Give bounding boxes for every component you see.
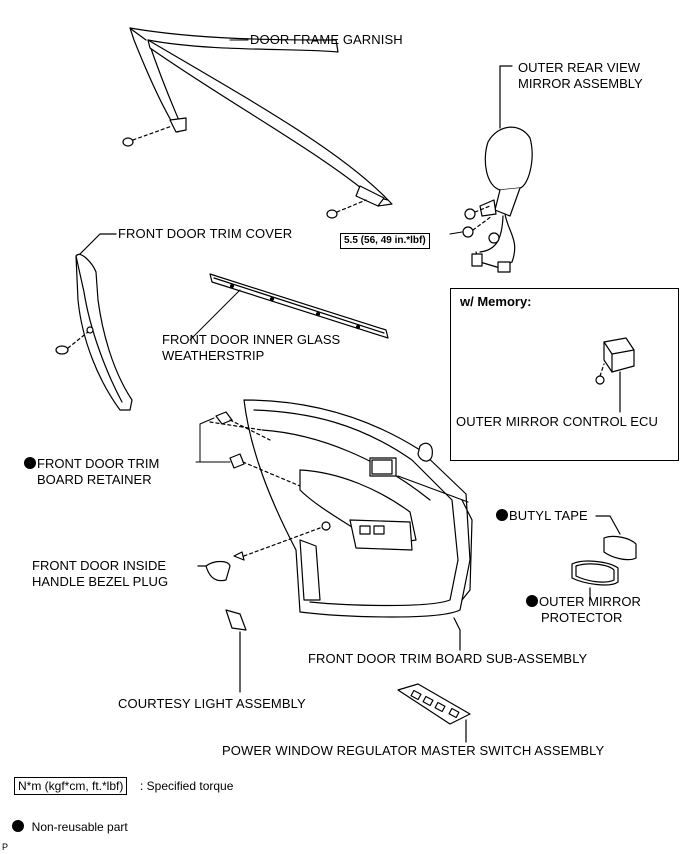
mirror-torque-spec: 5.5 (56, 49 in.*lbf) — [340, 233, 430, 249]
mirror-nut-2 — [462, 215, 493, 238]
outer-mirror-protector-line1: OUTER MIRROR — [526, 594, 641, 610]
trim-board-label: FRONT DOOR TRIM BOARD SUB-ASSEMBLY — [308, 651, 588, 666]
bezel-plug-line2: HANDLE BEZEL PLUG — [32, 574, 169, 589]
non-reusable-dot-icon — [12, 820, 24, 832]
bezel-plug-label: FRONT DOOR INSIDE HANDLE BEZEL PLUG — [32, 558, 168, 590]
garnish-clip-1 — [122, 125, 173, 147]
inner-glass-weatherstrip-line2: WEATHERSTRIP — [162, 348, 265, 363]
trim-cover-clip — [55, 331, 89, 355]
door-frame-garnish-label: DOOR FRAME GARNISH — [250, 32, 403, 47]
non-reusable-legend-text: Non-reusable part — [31, 820, 128, 834]
master-switch-part — [397, 683, 471, 743]
trim-board-retainer-line2: BOARD RETAINER — [37, 472, 152, 487]
door-frame-garnish-part — [129, 27, 393, 207]
corner-mark: P — [2, 842, 9, 852]
outer-mirror-label-line2: MIRROR ASSEMBLY — [518, 76, 643, 91]
non-reusable-dot-icon — [526, 595, 538, 607]
trim-board-retainer-line1: FRONT DOOR TRIM — [24, 456, 159, 472]
memory-variant-box — [450, 288, 679, 461]
bezel-plug-line1: FRONT DOOR INSIDE — [32, 558, 167, 573]
inner-glass-weatherstrip-part — [189, 273, 389, 341]
inner-glass-weatherstrip-line1: FRONT DOOR INNER GLASS — [162, 332, 341, 347]
memory-variant-title: w/ Memory: — [460, 294, 532, 309]
outer-mirror-label: OUTER REAR VIEW MIRROR ASSEMBLY — [518, 60, 643, 92]
butyl-tape-part — [595, 515, 637, 561]
master-switch-label: POWER WINDOW REGULATOR MASTER SWITCH ASS… — [222, 743, 605, 758]
trim-board-retainer-label: FRONT DOOR TRIM BOARD RETAINER — [24, 456, 159, 488]
outer-mirror-protector-line2: PROTECTOR — [541, 610, 623, 625]
garnish-clip-2 — [326, 199, 367, 219]
trim-board-retainer-2 — [229, 453, 301, 487]
trim-board-screw-1 — [321, 521, 331, 531]
trim-board-screw-2 — [233, 527, 321, 561]
inner-glass-weatherstrip-label: FRONT DOOR INNER GLASS WEATHERSTRIP — [162, 332, 340, 364]
outer-mirror-label-line1: OUTER REAR VIEW — [518, 60, 641, 75]
butyl-tape-label: BUTYL TAPE — [496, 508, 588, 524]
non-reusable-legend: Non-reusable part — [12, 820, 128, 834]
front-door-trim-cover-label: FRONT DOOR TRIM COVER — [118, 226, 293, 241]
outer-mirror-protector-part — [571, 560, 619, 601]
non-reusable-dot-icon — [24, 457, 36, 469]
front-door-trim-cover-part — [75, 233, 133, 411]
torque-legend-text: : Specified torque — [140, 779, 234, 793]
outer-mirror-protector-label: OUTER MIRROR PROTECTOR — [526, 594, 641, 626]
courtesy-light-part — [225, 609, 247, 693]
outer-mirror-ecu-label: OUTER MIRROR CONTROL ECU — [456, 414, 658, 429]
front-door-trim-board-part — [243, 399, 473, 651]
outer-mirror-ecu-part — [595, 337, 635, 413]
trim-board-retainer-1 — [215, 411, 271, 441]
mirror-nut-1 — [464, 205, 491, 220]
non-reusable-dot-icon — [496, 509, 508, 521]
courtesy-light-label: COURTESY LIGHT ASSEMBLY — [118, 696, 306, 711]
torque-legend-box: N*m (kgf*cm, ft.*lbf) — [14, 777, 128, 795]
outer-mirror-part — [471, 65, 533, 273]
mirror-nut-3 — [488, 232, 500, 244]
handle-bezel-plug-part — [197, 560, 231, 582]
